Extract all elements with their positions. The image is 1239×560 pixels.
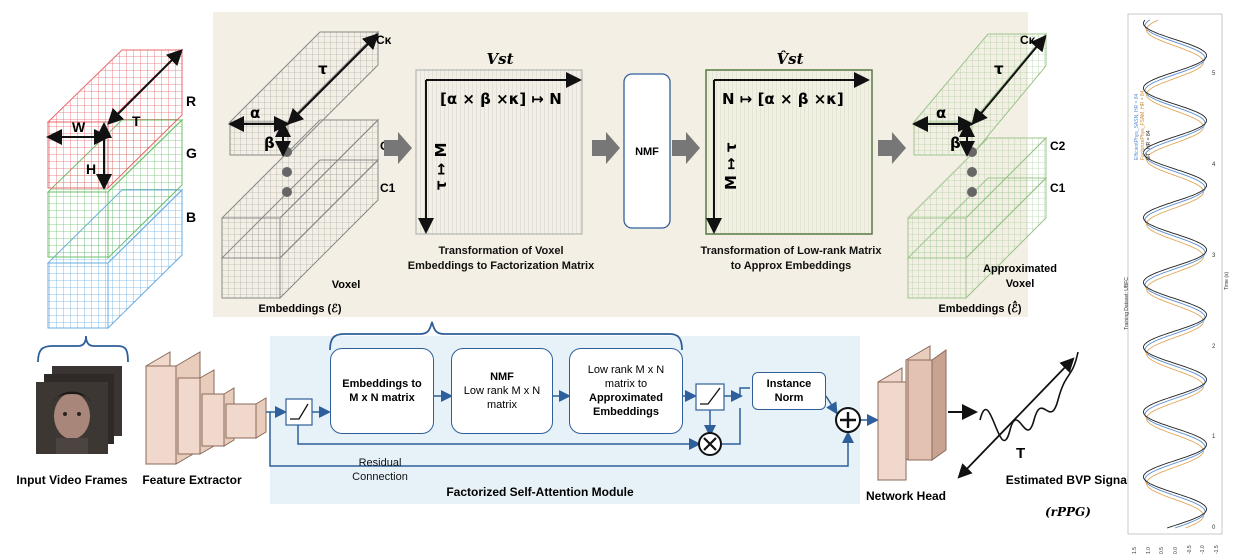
residual-connection-label: Residual Connection xyxy=(352,457,408,483)
voxel-beta-label: β xyxy=(264,134,275,152)
approx-alpha-label: α xyxy=(936,104,946,122)
lowrank-title: V̂st xyxy=(776,50,803,68)
input-bracket xyxy=(37,335,129,363)
matrix-title: Vst xyxy=(486,50,513,68)
series-line-2 xyxy=(1145,19,1205,529)
box-embeddings-to-matrix: Embeddings to M x N matrix xyxy=(330,348,434,434)
box1-text: Embeddings to M x N matrix xyxy=(342,378,422,404)
approx-caption-line2: Voxel xyxy=(1006,278,1035,290)
y-tick-row: 1.5 1.0 0.5 0.0 -0.5 -1.0 -1.5 xyxy=(1128,536,1222,556)
bvp-output xyxy=(948,351,1079,479)
voxel-tau-label: τ xyxy=(318,60,328,78)
approx-caption-line1: Approximated xyxy=(983,263,1057,275)
input-video-frames xyxy=(36,366,122,454)
box2-sub: Low rank M x N matrix xyxy=(463,385,541,411)
voxel-embeddings xyxy=(220,30,380,300)
legend-entry-3: GT : HR = 84 xyxy=(1146,130,1152,160)
rgb-h-label: H xyxy=(86,161,96,177)
time-tick-label: 4 xyxy=(1212,162,1216,169)
rgb-b-label: B xyxy=(186,209,196,225)
time-axis-label: Time (s) xyxy=(1224,271,1230,290)
y-tick-label: -1.5 xyxy=(1214,545,1220,554)
network-head xyxy=(877,345,947,481)
y-tick-label: 1.0 xyxy=(1145,547,1152,554)
flow-arrows-top xyxy=(384,132,906,164)
voxel-caption-line2: Embeddings (ℰ) xyxy=(258,303,341,315)
approx-ck-label: Cκ xyxy=(1020,33,1036,47)
rgb-t-label: T xyxy=(132,113,141,129)
series-line-1 xyxy=(1144,19,1206,529)
y-tick-label: 0.0 xyxy=(1173,547,1179,554)
series-line-3 xyxy=(1143,19,1208,529)
box2-title: NMF xyxy=(490,371,514,383)
time-tick-label: 5 xyxy=(1212,71,1216,78)
voxel-c1-label: C1 xyxy=(380,181,396,195)
voxel-alpha-label: α xyxy=(250,104,260,122)
approx-c2-label: C2 xyxy=(1050,139,1066,153)
add-node xyxy=(835,407,861,433)
approx-caption-line3: Embeddings (ℰ̂) xyxy=(938,300,1021,315)
lowrank-col-text: M ↦ τ xyxy=(722,142,740,190)
instance-norm-box: Instance Norm xyxy=(752,372,826,410)
rgb-w-label: W xyxy=(72,119,86,135)
approx-beta-label: β xyxy=(950,134,961,152)
module-label: Factorized Self-Attention Module xyxy=(446,485,634,499)
approx-voxel-embeddings xyxy=(906,32,1048,300)
approx-c1-label: C1 xyxy=(1050,181,1066,195)
rgb-r-label: R xyxy=(186,93,196,109)
time-tick-column: 0 1 2 3 4 5 xyxy=(1212,14,1222,534)
lowrank-row-text: N ↦ [α × β ×κ] xyxy=(722,90,844,108)
time-tick-label: 0 xyxy=(1212,525,1216,531)
y-tick-label: 1.5 xyxy=(1132,547,1138,554)
bvp-label: Estimated BVP Signal xyxy=(1006,473,1130,487)
time-tick-label: 1 xyxy=(1212,434,1216,441)
matrix-col-text: τ ↦ M xyxy=(432,142,450,190)
rgb-g-label: G xyxy=(186,145,197,161)
matrix-caption: Transformation of Voxel Embeddings to Fa… xyxy=(407,245,595,272)
module-bracket xyxy=(329,321,683,351)
dataset-label: Training Dataset: UBFC xyxy=(1124,277,1130,330)
box3-top: Low rank M x N matrix to xyxy=(587,364,665,390)
bvp-symbol: (rPPG) xyxy=(1045,505,1091,519)
box3-bold: Approximated Embeddings xyxy=(589,392,663,418)
voxel-ck-label: Cκ xyxy=(376,33,392,47)
lowrank-matrix xyxy=(705,69,873,235)
side-plot xyxy=(1127,13,1223,535)
activation-icon-1 xyxy=(285,398,313,426)
time-tick-label: 2 xyxy=(1212,343,1216,350)
head-label: Network Head xyxy=(866,489,946,503)
y-tick-label: -0.5 xyxy=(1186,545,1193,554)
lowrank-caption: Transformation of Low-rank Matrix to App… xyxy=(700,245,882,272)
time-tick-label: 3 xyxy=(1212,252,1216,259)
box-nmf: NMF Low rank M x N matrix xyxy=(451,348,553,434)
norm-label: Instance Norm xyxy=(766,378,812,404)
activation-icon-2 xyxy=(695,383,725,411)
nmf-block xyxy=(623,73,671,229)
matrix-row-text: [α × β ×κ] ↦ N xyxy=(440,90,562,108)
y-tick-label: 0.5 xyxy=(1159,547,1166,554)
y-tick-label: -1.0 xyxy=(1200,545,1207,554)
rgb-input-cubes xyxy=(46,48,184,330)
feature-label: Feature Extractor xyxy=(142,473,242,487)
pipeline-connectors xyxy=(266,387,879,467)
t-label: T xyxy=(1016,445,1025,462)
plot-series-group xyxy=(1143,19,1208,529)
voxel-caption-line1: Voxel xyxy=(332,279,361,291)
box-approximated: Low rank M x N matrix to Approximated Em… xyxy=(569,348,683,434)
nmf-label: NMF xyxy=(635,146,659,158)
feature-extractor xyxy=(145,351,267,465)
approx-tau-label: τ xyxy=(994,60,1004,78)
multiply-node xyxy=(698,432,722,456)
input-label: Input Video Frames xyxy=(16,473,127,487)
